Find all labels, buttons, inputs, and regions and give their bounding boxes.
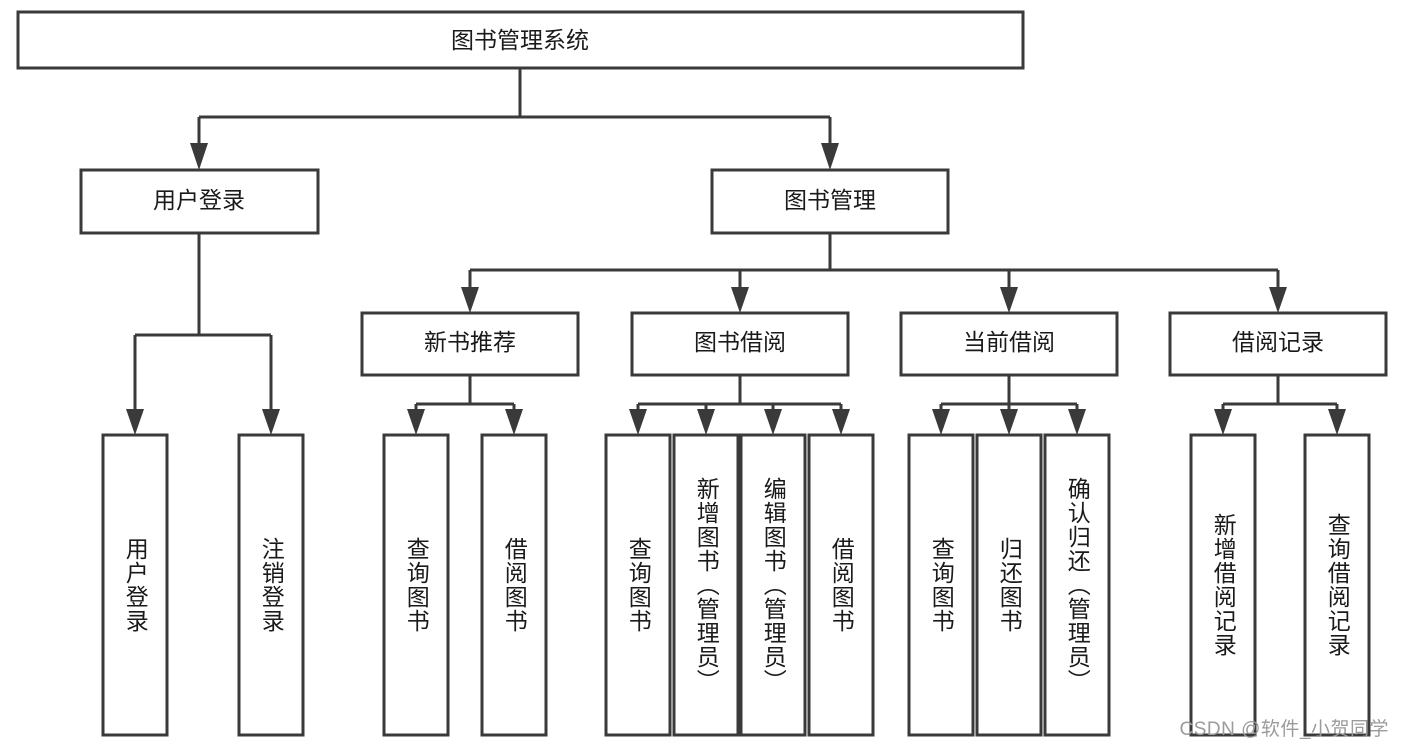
arrow-head-leaf-borrow-book-1 (505, 409, 523, 435)
node-box-leaf-edit-book[interactable] (739, 433, 807, 737)
arrow-head-leaf-confirm-return (1068, 409, 1086, 435)
arrow-head-leaf-add-book (697, 409, 715, 435)
arrow-head-leaf-add-record (1214, 409, 1232, 435)
node-box-leaf-add-record[interactable] (1189, 433, 1257, 737)
node-box-root[interactable] (16, 10, 1025, 70)
node-label-book-manage: 图书管理 (784, 187, 876, 213)
node-box-borrow-record[interactable] (1168, 311, 1388, 377)
node-label-borrow-record: 借阅记录 (1232, 329, 1324, 355)
node-box-new-book-recommend[interactable] (360, 311, 580, 377)
node-box-leaf-query-book-3[interactable] (907, 433, 975, 737)
arrow-head-leaf-query-book-1 (407, 409, 425, 435)
arrow-head-borrow-record (1269, 287, 1287, 313)
node-layer: 图书管理系统 用户登录 图书管理 新书推荐 图书借阅 当前借阅 借阅记录 (16, 10, 1388, 737)
node-label-current-borrow: 当前借阅 (963, 329, 1055, 355)
node-box-leaf-borrow-book-2[interactable] (807, 433, 875, 737)
node-box-user-login[interactable] (79, 168, 320, 235)
arrow-head-leaf-user-login (126, 409, 144, 435)
node-box-book-manage[interactable] (710, 168, 950, 235)
node-box-leaf-borrow-book-1[interactable] (480, 433, 548, 737)
arrow-head-leaf-logout (262, 409, 280, 435)
node-box-leaf-query-book-2[interactable] (604, 433, 672, 737)
arrow-head-new-book-recommend (461, 287, 479, 313)
arrow-head-leaf-query-record (1328, 409, 1346, 435)
arrow-head-leaf-borrow-book-2 (832, 409, 850, 435)
arrow-head-book-borrow (731, 287, 749, 313)
node-box-leaf-query-record[interactable] (1303, 433, 1371, 737)
node-label-new-book-recommend: 新书推荐 (424, 329, 516, 355)
arrow-head-leaf-return-book (1000, 409, 1018, 435)
arrow-head-book-manage (821, 143, 839, 170)
arrow-head-leaf-query-book-3 (932, 409, 950, 435)
node-box-book-borrow[interactable] (630, 311, 850, 377)
node-box-leaf-confirm-return[interactable] (1043, 433, 1111, 737)
node-box-leaf-user-login[interactable] (101, 433, 169, 737)
node-box-leaf-return-book[interactable] (975, 433, 1043, 737)
node-box-leaf-logout[interactable] (237, 433, 305, 737)
arrow-head-user-login (190, 143, 208, 170)
node-box-current-borrow[interactable] (899, 311, 1119, 377)
node-label-root: 图书管理系统 (451, 27, 589, 53)
arrow-head-leaf-edit-book (764, 409, 782, 435)
node-box-leaf-add-book[interactable] (672, 433, 740, 737)
arrow-head-leaf-query-book-2 (629, 409, 647, 435)
node-box-leaf-query-book-1[interactable] (382, 433, 450, 737)
watermark-text: CSDN @软件_小贺同学 (1179, 719, 1389, 740)
arrow-head-current-borrow (1000, 287, 1018, 313)
connector-layer (126, 68, 1346, 435)
node-label-user-login: 用户登录 (153, 187, 245, 213)
node-label-book-borrow: 图书借阅 (694, 329, 786, 355)
